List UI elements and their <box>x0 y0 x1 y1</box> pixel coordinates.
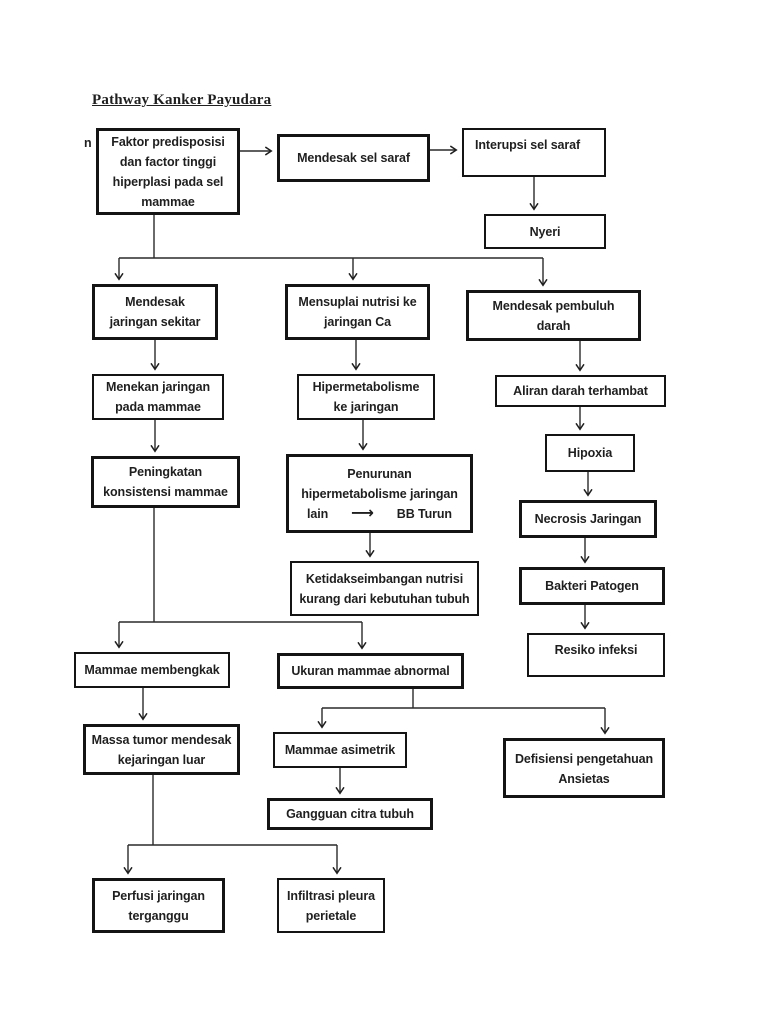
node-label: Peningkatan konsistensi mammae <box>103 465 228 499</box>
node-label: Nyeri <box>529 224 561 239</box>
node-resiko-infeksi: Resiko infeksi <box>527 633 665 677</box>
node-menekan-jaringan: Menekan jaringan pada mammae <box>92 374 224 420</box>
node-aliran-darah-terhambat: Aliran darah terhambat <box>495 375 666 407</box>
node-label: Resiko infeksi <box>554 643 638 657</box>
node-label: Hipoxia <box>567 446 613 460</box>
stray-character: n <box>84 136 92 150</box>
node-hipermetabolisme: Hipermetabolisme ke jaringan <box>297 374 435 420</box>
node-mendesak-pembuluh-darah: Mendesak pembuluh darah <box>466 290 641 341</box>
node-label: Mendesak sel saraf <box>297 151 410 165</box>
node-label: Ketidakseimbangan nutrisi kurang dari ke… <box>299 571 470 606</box>
node-label: Mammae asimetrik <box>284 743 396 757</box>
node-label-line2: hipermetabolisme jaringan <box>301 486 458 501</box>
node-penurunan-hipermetabolisme: Penurunan hipermetabolisme jaringan lain… <box>286 454 473 533</box>
node-label: Mendesak pembuluh darah <box>492 298 615 333</box>
node-label-bb-turun: BB Turun <box>396 506 452 521</box>
page-title: Pathway Kanker Payudara <box>92 92 272 108</box>
node-ketidakseimbangan-nutrisi: Ketidakseimbangan nutrisi kurang dari ke… <box>290 561 479 616</box>
node-label: Mendesak jaringan sekitar <box>109 295 201 329</box>
node-mammae-asimetrik: Mammae asimetrik <box>273 732 407 768</box>
node-label-line1: Penurunan <box>347 466 412 481</box>
node-label: Infiltrasi pleura perietale <box>287 888 375 923</box>
node-label: Massa tumor mendesak kejaringan luar <box>91 732 232 767</box>
node-label: Aliran darah terhambat <box>513 384 648 398</box>
node-necrosis-jaringan: Necrosis Jaringan <box>519 500 657 538</box>
node-infiltrasi-pleura: Infiltrasi pleura perietale <box>277 878 385 933</box>
node-label: Ukuran mammae abnormal <box>291 664 450 678</box>
node-label-line3: lain ⟶ BB Turun <box>301 504 458 524</box>
node-label-line2: Ansietas <box>558 772 610 786</box>
node-gangguan-citra-tubuh: Gangguan citra tubuh <box>267 798 433 830</box>
node-nyeri: Nyeri <box>484 214 606 249</box>
node-massa-tumor: Massa tumor mendesak kejaringan luar <box>83 724 240 775</box>
node-label-line1: Defisiensi pengetahuan <box>514 752 654 766</box>
node-label: Mensuplai nutrisi ke jaringan Ca <box>298 295 417 329</box>
node-label: Perfusi jaringan terganggu <box>112 888 205 923</box>
node-peningkatan-konsistensi: Peningkatan konsistensi mammae <box>91 456 240 508</box>
node-mensuplai-nutrisi: Mensuplai nutrisi ke jaringan Ca <box>285 284 430 340</box>
node-label: Mammae membengkak <box>84 663 220 677</box>
node-label: Interupsi sel saraf <box>475 138 581 152</box>
node-ukuran-mammae-abnormal: Ukuran mammae abnormal <box>277 653 464 689</box>
node-label: Menekan jaringan pada mammae <box>106 380 210 414</box>
node-defisiensi-ansietas: Defisiensi pengetahuan Ansietas <box>503 738 665 798</box>
node-label-lain: lain <box>307 506 329 521</box>
right-arrow-icon: ⟶ <box>351 504 374 522</box>
node-label: Necrosis Jaringan <box>534 512 642 526</box>
node-perfusi-jaringan: Perfusi jaringan terganggu <box>92 878 225 933</box>
node-faktor-predisposisi: Faktor predisposisi dan factor tinggi hi… <box>96 128 240 215</box>
node-bakteri-patogen: Bakteri Patogen <box>519 567 665 605</box>
node-interupsi-sel-saraf: Interupsi sel saraf <box>462 128 606 177</box>
node-mammae-membengkak: Mammae membengkak <box>74 652 230 688</box>
node-label: Hipermetabolisme ke jaringan <box>312 380 420 414</box>
node-label: Gangguan citra tubuh <box>286 807 414 821</box>
node-hipoxia: Hipoxia <box>545 434 635 472</box>
node-label: Bakteri Patogen <box>545 579 639 593</box>
node-mendesak-jaringan-sekitar: Mendesak jaringan sekitar <box>92 284 218 340</box>
node-label: Faktor predisposisi dan factor tinggi hi… <box>111 134 225 209</box>
node-mendesak-sel-saraf: Mendesak sel saraf <box>277 134 430 182</box>
